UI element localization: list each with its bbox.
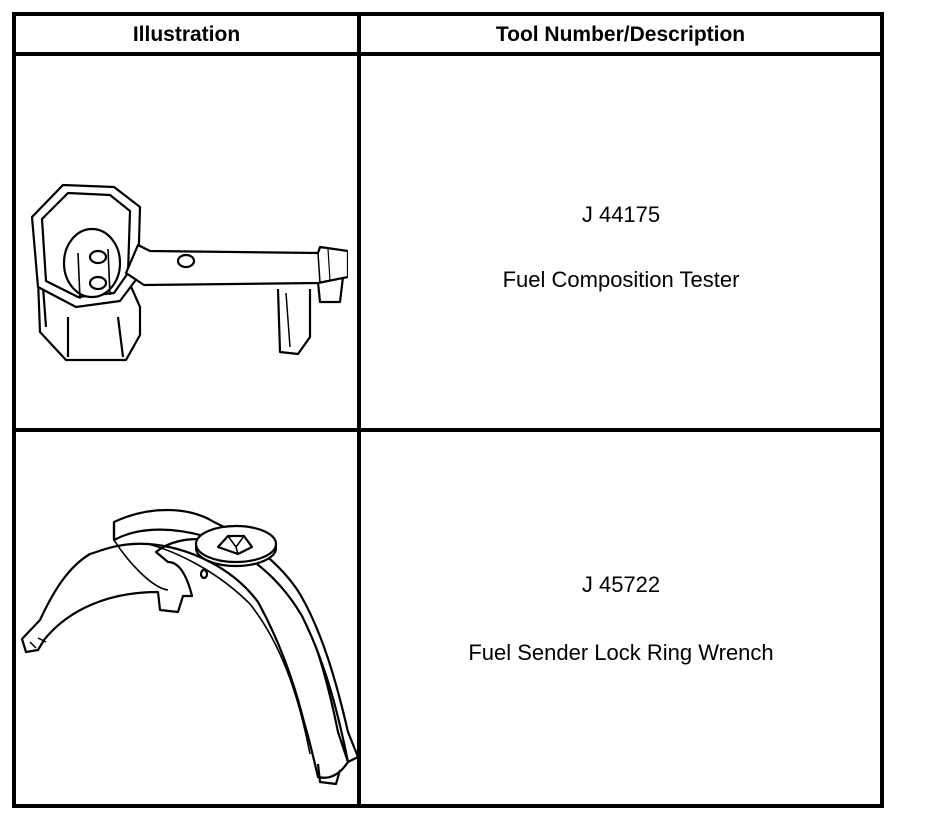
table-border-left xyxy=(12,12,16,808)
lock-ring-wrench-icon xyxy=(20,508,358,786)
tool-description-fuel-sender-lock-ring-wrench: Fuel Sender Lock Ring Wrench xyxy=(468,640,774,665)
table-border-top xyxy=(12,12,884,16)
header-divider xyxy=(12,52,884,56)
tool-number-j44175: J 44175 xyxy=(581,202,661,227)
header-tool-number-description: Tool Number/Description xyxy=(495,23,746,46)
table-border-bottom xyxy=(12,804,884,808)
row-divider xyxy=(12,428,884,432)
tool-number-j45722: J 45722 xyxy=(581,572,661,597)
column-divider xyxy=(357,12,361,808)
header-illustration: Illustration xyxy=(132,23,241,46)
fuel-composition-tester-icon xyxy=(30,183,348,362)
tools-table: Illustration Tool Number/Description J 4… xyxy=(12,12,884,808)
tool-description-fuel-composition-tester: Fuel Composition Tester xyxy=(502,267,740,292)
table-border-right xyxy=(880,12,884,808)
